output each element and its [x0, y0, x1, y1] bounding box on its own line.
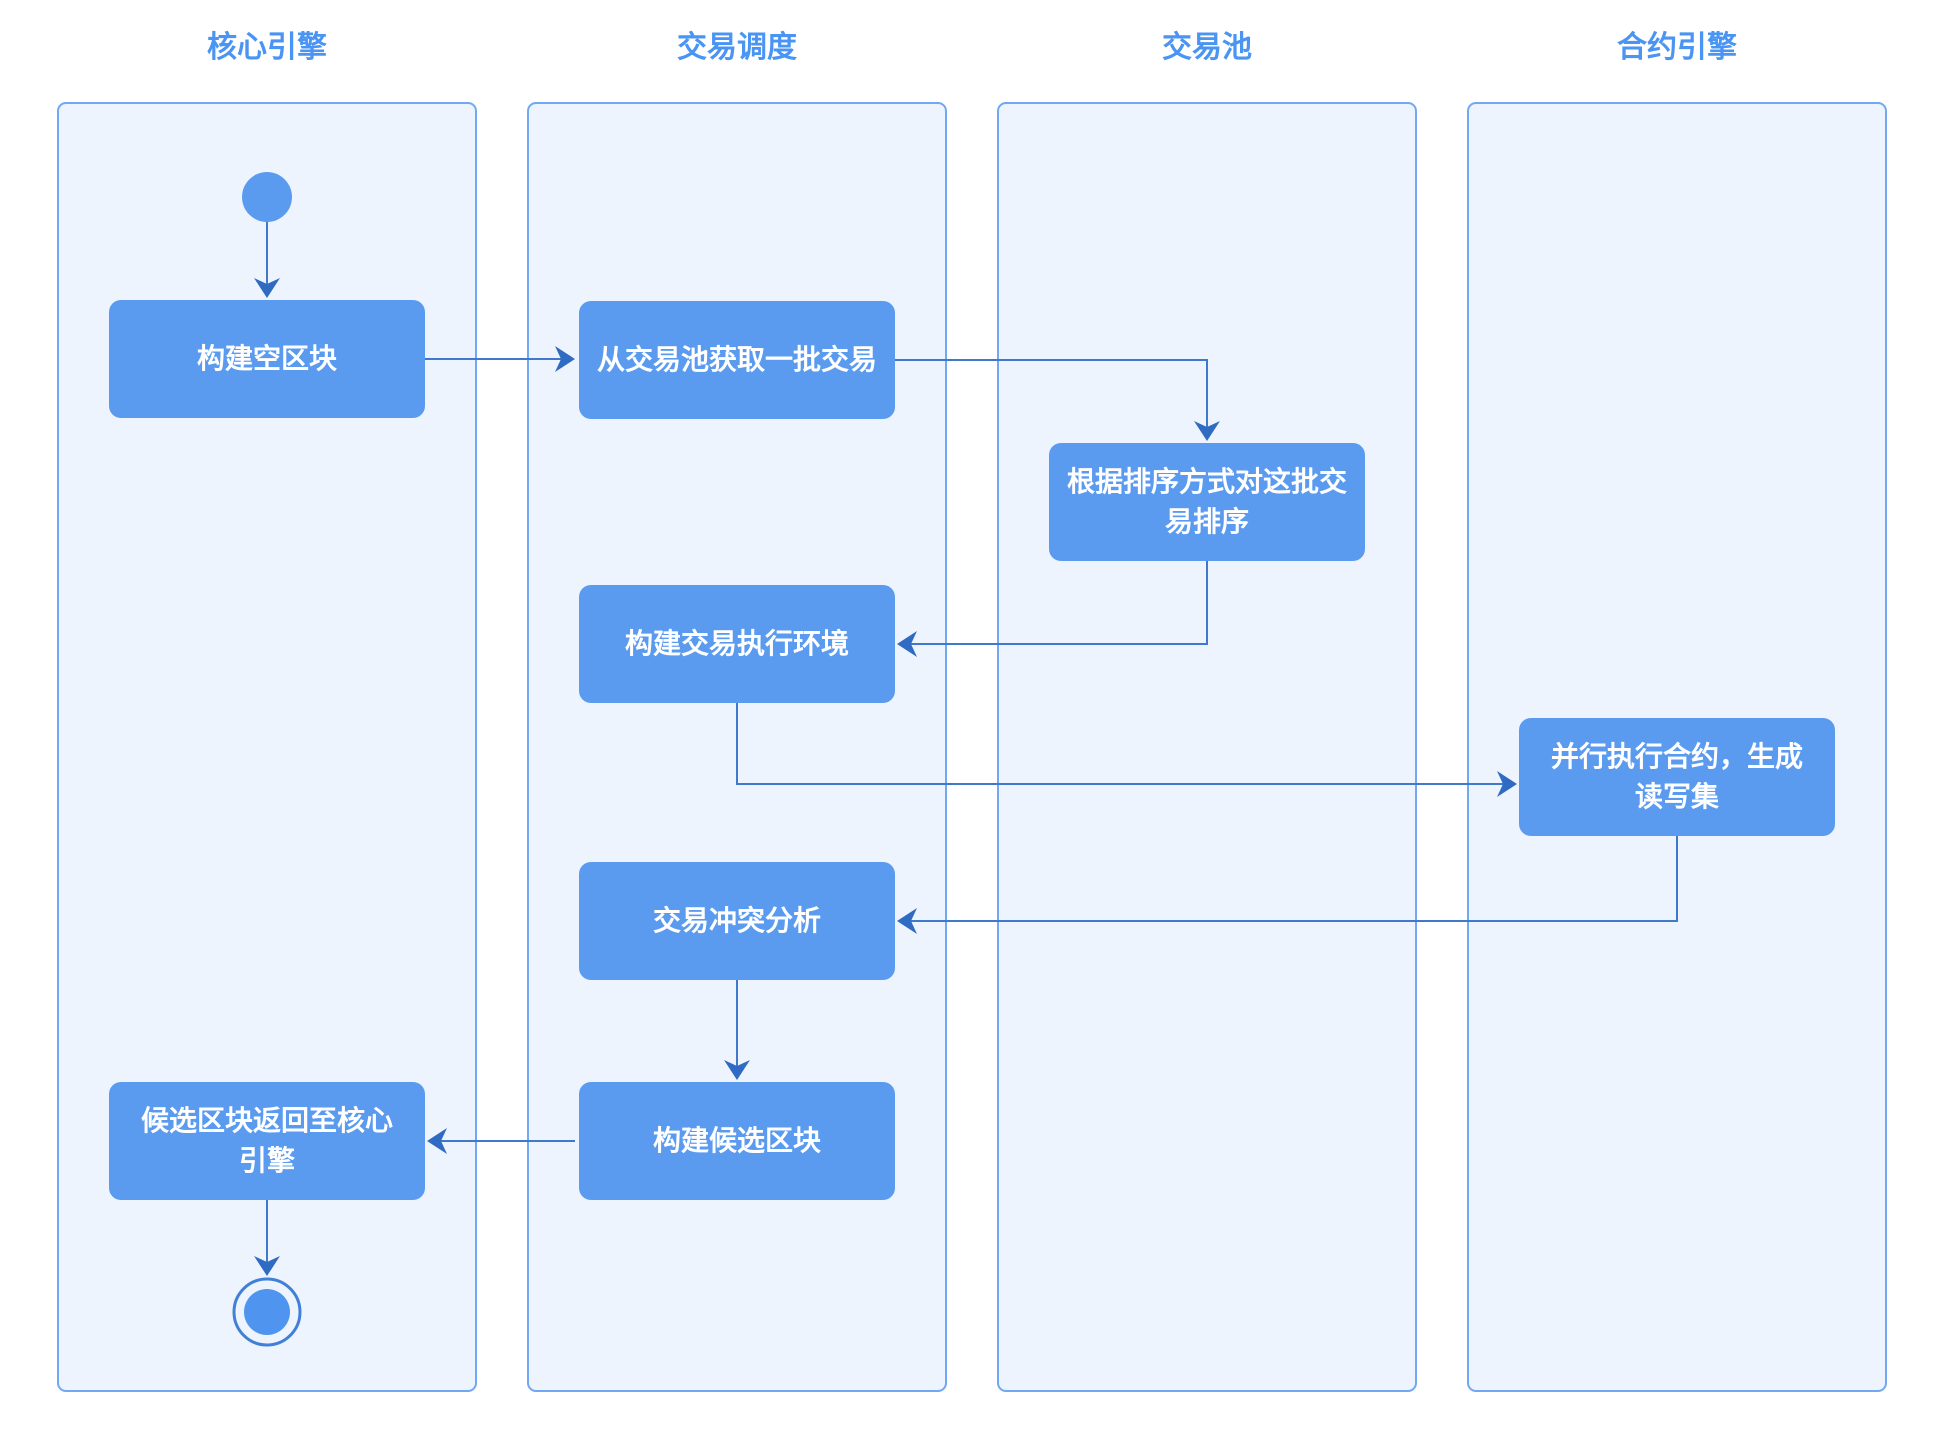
node-conflict-analysis: 交易冲突分析: [579, 862, 895, 980]
arrow-fetch-tx-to-sort-tx: [893, 359, 1220, 441]
start-node: [242, 172, 292, 222]
node-parallel-exec: 并行执行合约，生成 读写集: [1519, 718, 1835, 836]
node-sort-tx-batch: 根据排序方式对这批交 易排序: [1049, 443, 1365, 561]
swimlane-title-tx-scheduler: 交易调度: [677, 31, 797, 64]
swimlane-tx-pool: [997, 102, 1417, 1392]
arrow-build-exec-env-to-parallel-exec: [736, 703, 1517, 797]
node-build-empty-block: 构建空区块: [109, 300, 425, 418]
node-fetch-tx-batch: 从交易池获取一批交易: [579, 301, 895, 419]
node-build-exec-env: 构建交易执行环境: [579, 585, 895, 703]
swimlane-title-core-engine: 核心引擎: [207, 31, 327, 64]
end-node: [232, 1277, 302, 1347]
node-build-candidate-block: 构建候选区块: [579, 1082, 895, 1200]
arrow-sort-tx-to-build-exec-env: [897, 561, 1208, 657]
swimlane-title-contract-engine: 合约引擎: [1617, 31, 1737, 64]
node-return-candidate-block: 候选区块返回至核心 引擎: [109, 1082, 425, 1200]
arrow-parallel-exec-to-conflict-analysis: [897, 836, 1678, 934]
swimlane-title-tx-pool: 交易池: [1162, 31, 1252, 64]
